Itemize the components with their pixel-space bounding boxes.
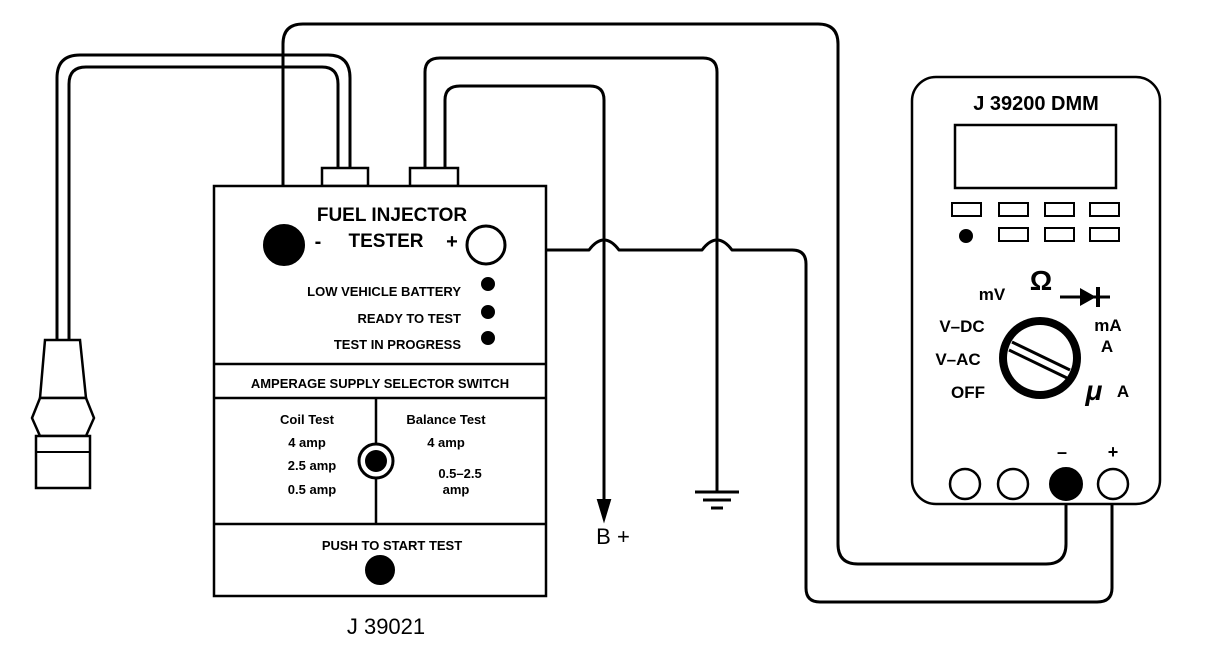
dial-label-ohm: Ω [1030, 265, 1052, 296]
tester-cable-port-left [320, 166, 370, 188]
dmm-positive-jack[interactable] [1096, 467, 1130, 501]
balance-option-4-amp: 4 amp [427, 435, 465, 450]
ready-to-test-label: READY TO TEST [357, 311, 461, 326]
dmm-indicator-dot [959, 229, 973, 243]
dial-label-a: A [1101, 337, 1113, 356]
battery-positive-label: B + [596, 524, 630, 549]
dial-label-mv: mV [979, 285, 1006, 304]
positive-test-lead [503, 238, 1114, 604]
tester-title-line2: TESTER [349, 231, 424, 252]
tester-title-line1: FUEL INJECTOR [317, 205, 468, 226]
selector-switch-header: AMPERAGE SUPPLY SELECTOR SWITCH [251, 376, 509, 391]
coil-option-4-amp: 4 amp [288, 435, 326, 450]
low-battery-led [481, 277, 495, 291]
dial-label-ma: mA [1094, 316, 1121, 335]
balance-option-range: 0.5–2.5 [438, 466, 481, 481]
dmm-title: J 39200 DMM [973, 93, 1099, 115]
dial-label-micro: μ [1085, 375, 1103, 406]
tester-positive-label: + [446, 231, 458, 253]
push-to-start-button[interactable] [365, 555, 395, 585]
injector-connector [30, 338, 96, 490]
dmm-button-4[interactable] [1089, 202, 1120, 217]
dmm-button-5[interactable] [998, 227, 1029, 242]
tester-cable-port-right [408, 166, 460, 188]
ready-led [481, 305, 495, 319]
balance-option-range-unit: amp [443, 482, 470, 497]
battery-supply-lead [443, 84, 606, 507]
injector-harness-cable [55, 53, 352, 342]
dial-label-microamp-unit: A [1117, 382, 1129, 401]
dmm-button-7[interactable] [1089, 227, 1120, 242]
dmm-button-1[interactable] [951, 202, 982, 217]
dmm-rotary-dial[interactable] [999, 317, 1081, 399]
coil-test-title: Coil Test [280, 412, 335, 427]
dmm-button-3[interactable] [1044, 202, 1075, 217]
dmm-negative-jack[interactable] [1049, 467, 1083, 501]
in-progress-led [481, 331, 495, 345]
tester-negative-label: - [315, 231, 322, 253]
tester-model-label: J 39021 [347, 614, 425, 639]
ground-lead [423, 56, 719, 492]
dmm-negative-jack-label: – [1057, 442, 1067, 462]
dial-label-vac: V–AC [935, 350, 980, 369]
dmm-display [953, 123, 1118, 190]
push-to-start-label: PUSH TO START TEST [322, 538, 462, 553]
coil-option-2-5-amp: 2.5 amp [288, 458, 336, 473]
balance-test-title: Balance Test [406, 412, 486, 427]
test-in-progress-label: TEST IN PROGRESS [334, 337, 461, 352]
tester-positive-jack[interactable] [465, 224, 507, 266]
dmm-button-2[interactable] [998, 202, 1029, 217]
dmm-button-6[interactable] [1044, 227, 1075, 242]
dmm-positive-jack-label: + [1108, 442, 1119, 462]
negative-test-lead [281, 22, 1068, 566]
battery-lead-arrow [596, 499, 612, 524]
dial-label-vdc: V–DC [939, 317, 984, 336]
coil-option-0-5-amp: 0.5 amp [288, 482, 336, 497]
ground-symbol [695, 490, 739, 510]
amperage-selector-knob[interactable] [357, 442, 395, 480]
tester-negative-jack[interactable] [263, 224, 305, 266]
fuel-injector-tester: FUEL INJECTOR TESTER - + LOW VEHICLE BAT… [212, 166, 548, 639]
digital-multimeter: J 39200 DMM mV Ω V–DC V–AC OFF mA A μ A [910, 75, 1162, 506]
dial-label-off: OFF [951, 383, 985, 402]
dmm-jack-1[interactable] [948, 467, 982, 501]
diode-icon [1060, 287, 1110, 307]
dmm-jack-2[interactable] [996, 467, 1030, 501]
low-battery-label: LOW VEHICLE BATTERY [307, 284, 461, 299]
